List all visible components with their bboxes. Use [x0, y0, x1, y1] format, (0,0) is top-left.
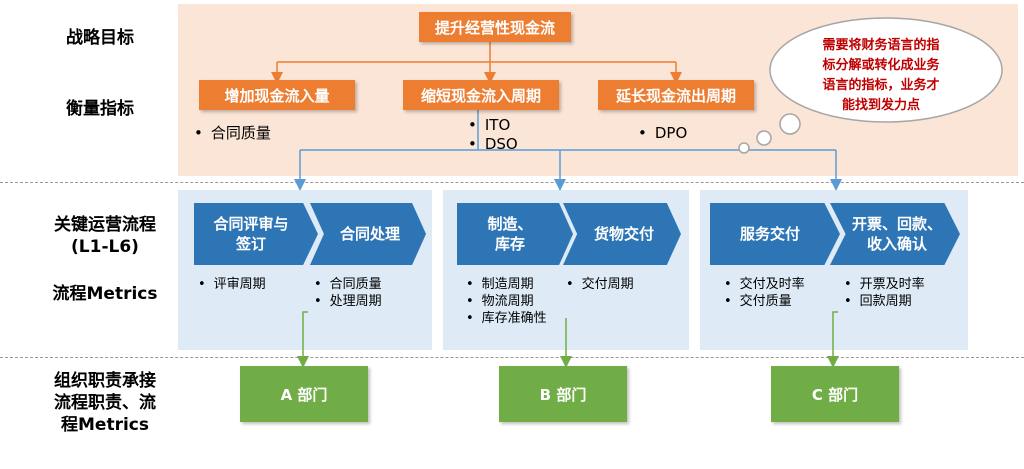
- measure-box-inflow-cycle: 缩短现金流入周期: [403, 80, 559, 110]
- metric-item: 合同质量: [314, 276, 382, 293]
- metrics-manufacturing: 制造周期 物流周期 库存准确性: [466, 276, 547, 327]
- metrics-invoicing: 开票及时率 回款周期: [844, 276, 925, 310]
- label-key-process: 关键运营流程 (L1-L6): [54, 215, 156, 257]
- metric-item: 制造周期: [466, 276, 547, 293]
- goal-box: 提升经营性现金流: [419, 12, 571, 42]
- kpi-item: DSO: [468, 135, 518, 154]
- metric-item: 交付周期: [566, 276, 634, 293]
- metric-item: 回款周期: [844, 293, 925, 310]
- kpi-list-outflow: DPO: [638, 124, 687, 143]
- metric-item: 物流周期: [466, 293, 547, 310]
- metrics-service: 交付及时率 交付质量: [724, 276, 805, 310]
- kpi-list-inflow-cycle: ITO DSO: [468, 116, 518, 154]
- metrics-contract-review: 评审周期: [198, 276, 266, 293]
- label-org: 组织职责承接 流程职责、流 程Metrics: [54, 371, 156, 435]
- metrics-delivery: 交付周期: [566, 276, 634, 293]
- process-step-contract-review: 合同评审与 签订: [194, 203, 318, 265]
- label-strategy: 战略目标: [66, 28, 134, 48]
- kpi-item: ITO: [468, 116, 518, 135]
- kpi-list-inflow: 合同质量: [194, 124, 271, 143]
- divider-top: [0, 182, 1024, 183]
- process-step-contract-handling: 合同处理: [310, 203, 426, 265]
- process-step-service: 服务交付: [710, 203, 840, 265]
- thought-cloud: [738, 17, 1003, 154]
- divider-bottom: [0, 357, 1024, 358]
- cloud-note: 需要将财务语言的指 标分解或转化成业务 语言的指标，业务才 能找到发力点: [822, 38, 940, 113]
- metric-item: 评审周期: [198, 276, 266, 293]
- kpi-item: DPO: [638, 124, 687, 143]
- measure-box-outflow-cycle: 延长现金流出周期: [598, 80, 754, 110]
- metric-item: 处理周期: [314, 293, 382, 310]
- department-a-box: A 部门: [240, 366, 368, 422]
- process-step-delivery: 货物交付: [563, 203, 681, 265]
- process-step-manufacturing: 制造、 库存: [457, 203, 573, 265]
- department-c-box: C 部门: [771, 366, 899, 422]
- kpi-item: 合同质量: [194, 124, 271, 143]
- metric-item: 交付及时率: [724, 276, 805, 293]
- measure-box-inflow: 增加现金流入量: [199, 80, 355, 110]
- metrics-contract-handling: 合同质量 处理周期: [314, 276, 382, 310]
- label-process-metrics: 流程Metrics: [52, 284, 158, 304]
- metric-item: 开票及时率: [844, 276, 925, 293]
- process-step-invoicing: 开票、回款、 收入确认: [830, 203, 960, 265]
- metric-item: 交付质量: [724, 293, 805, 310]
- metric-item: 库存准确性: [466, 310, 547, 327]
- label-measure: 衡量指标: [66, 99, 134, 119]
- department-b-box: B 部门: [499, 366, 627, 422]
